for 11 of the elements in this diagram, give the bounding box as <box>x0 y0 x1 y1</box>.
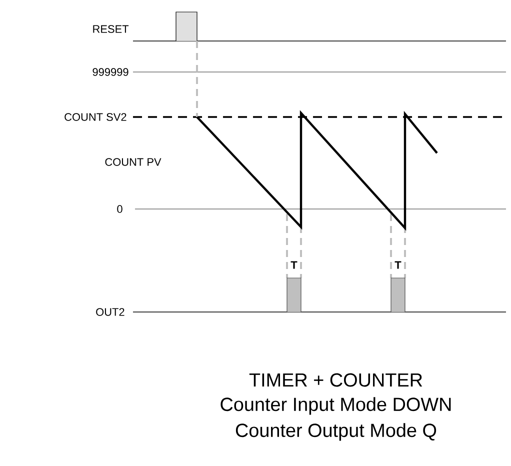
signal-name: RESET <box>93 25 129 33</box>
time-label: T <box>394 261 402 269</box>
signal-name: OUT2 <box>96 308 124 316</box>
time-label: T <box>290 261 298 269</box>
caption-line: Counter Output Mode Q <box>236 423 436 441</box>
value-label: 999999 <box>92 68 128 76</box>
value-label: COUNT SV2 <box>64 113 126 121</box>
caption-line: TIMER + COUNTER <box>249 373 422 387</box>
value-label: COUNT PV <box>105 158 162 166</box>
value-label: 0 <box>117 205 122 213</box>
caption-line: Counter Input Mode DOWN <box>220 397 451 415</box>
